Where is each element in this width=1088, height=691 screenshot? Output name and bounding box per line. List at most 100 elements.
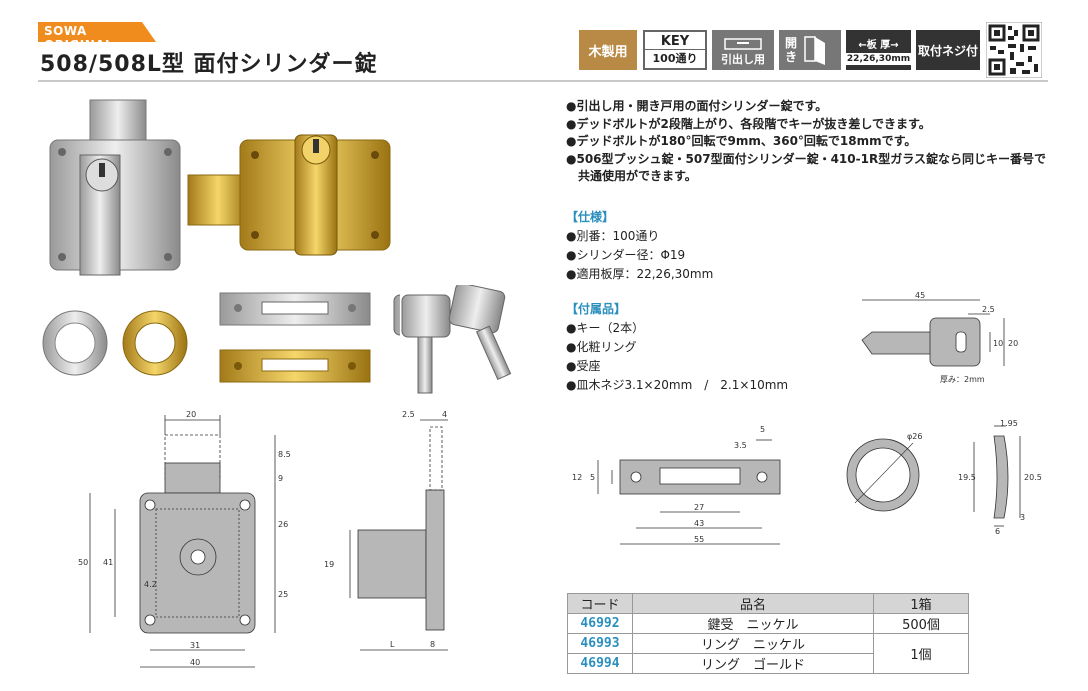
ring-front-drawing: φ26 — [846, 432, 922, 512]
side-view-drawing: 2.5 4 19 L 8 — [324, 410, 448, 651]
dim-side-8: 8 — [430, 640, 435, 649]
badge-open-label: 開き — [785, 36, 798, 64]
spec-section: 【仕様】 ●別番：100通り ●シリンダー径：Φ19 ●適用板厚：22,26,3… — [566, 208, 713, 284]
badge-screw: 取付ネジ付 — [916, 30, 980, 70]
dim-front-41: 41 — [103, 558, 113, 567]
badge-thickness-top: ←板 厚→ — [858, 39, 899, 51]
drawer-icon — [724, 38, 762, 50]
badge-drawer: 引出し用 — [712, 30, 774, 70]
table-cell-qty: 1個 — [873, 633, 969, 674]
brand-text: SOWA ORIGINAL — [44, 24, 114, 52]
dim-front-9: 9 — [278, 474, 283, 483]
description-line-3: ●デッドボルトが180°回転で9mm、360°回転で18mmです。 — [566, 134, 917, 148]
page-title: 508/508L型 面付シリンダー錠 — [40, 52, 378, 77]
dim-side-19: 19 — [324, 560, 334, 569]
table-cell-name: リング ゴールド — [632, 653, 874, 674]
keys-photo-area — [401, 285, 512, 394]
accessory-section: 【付属品】 ●キー（2本） ●化粧リング ●受座 ●皿木ネジ3.1×20mm /… — [566, 300, 788, 395]
key-blade-1 — [417, 336, 433, 394]
table-cell-name: リング ニッケル — [632, 633, 874, 654]
ring-side-drawing: 1.95 19.5 20.5 3 6 — [958, 419, 1042, 536]
dim-ring-19-5: 19.5 — [958, 473, 976, 482]
strike-plate-drawing: 5 3.5 12 5 27 43 55 — [572, 425, 781, 545]
dim-front-top: 20 — [186, 410, 196, 419]
dim-key-10: 10 — [993, 339, 1003, 348]
table-cell-code: 46992 — [567, 613, 633, 634]
title-divider — [38, 80, 1048, 82]
dim-strike-43: 43 — [694, 519, 704, 528]
table-cell-name: 鍵受 ニッケル — [632, 613, 874, 634]
dim-strike-12: 12 — [572, 473, 582, 482]
spec-item-3: ●適用板厚：22,26,30mm — [566, 267, 714, 281]
dim-front-4-2: 4.2 — [144, 580, 157, 589]
accessory-item-3: ●受座 — [566, 359, 601, 373]
dim-front-25: 25 — [278, 590, 288, 599]
lock-photo-nickel — [49, 99, 181, 276]
spec-item-1: ●別番：100通り — [566, 229, 660, 243]
badge-key-top: KEY — [645, 34, 705, 50]
dim-ring-1-95: 1.95 — [1000, 419, 1018, 428]
description-line-4: ●506型プッシュ錠・507型面付シリンダー錠・410-1R型ガラス錠なら同じキ… — [566, 151, 1046, 184]
spec-item-2: ●シリンダー径：Φ19 — [566, 248, 686, 262]
dim-key-45: 45 — [915, 291, 925, 300]
badge-thickness: ←板 厚→ 22,26,30mm — [843, 30, 914, 70]
table-header-qty: 1箱 — [873, 593, 969, 614]
description-line-1: ●引出し用・開き戸用の面付シリンダー錠です。 — [566, 99, 828, 113]
dim-strike-5: 5 — [760, 425, 765, 434]
table-cell-code: 46994 — [567, 653, 633, 674]
dim-side-2-5: 2.5 — [402, 410, 415, 419]
dim-front-31: 31 — [190, 641, 200, 650]
strike-plate-photo-nickel — [219, 292, 371, 326]
accessory-item-1: ●キー（2本） — [566, 321, 645, 335]
table-header-name: 品名 — [632, 593, 874, 614]
accessory-item-4: ●皿木ネジ3.1×20mm / 2.1×10mm — [566, 378, 789, 392]
table-cell-code: 46993 — [567, 633, 633, 654]
table-header-code: コード — [567, 593, 633, 614]
accessory-item-2: ●化粧リング — [566, 340, 637, 354]
dim-side-L: L — [390, 640, 395, 649]
dim-front-50: 50 — [78, 558, 88, 567]
dim-ring-6: 6 — [995, 527, 1000, 536]
dim-ring-20-5: 20.5 — [1024, 473, 1042, 482]
front-view-drawing: 20 8.5 9 26 25 50 41 4.2 31 40 — [78, 410, 291, 668]
key-head-2 — [448, 285, 506, 334]
spec-heading: 【仕様】 — [566, 210, 615, 224]
badge-open: 開き — [779, 30, 841, 70]
table-row: 46994 リング ゴールド — [567, 653, 969, 674]
dim-side-4: 4 — [442, 410, 447, 419]
accessory-heading: 【付属品】 — [566, 302, 627, 316]
key-drawing: 45 2.5 10 20 厚み：2mm — [861, 291, 1018, 384]
key-head-1 — [401, 294, 451, 338]
door-icon — [804, 36, 825, 65]
dim-key-2-5: 2.5 — [982, 305, 995, 314]
dim-ring-3: 3 — [1020, 513, 1025, 522]
lock-photo-gold — [187, 134, 391, 256]
badge-thickness-bottom: 22,26,30mm — [843, 52, 914, 65]
table-cell-qty: 500個 — [873, 613, 969, 634]
dim-strike-5b: 5 — [590, 473, 595, 482]
table-row: 46993 リング ニッケル 1個 — [567, 633, 969, 674]
keys-photo — [393, 294, 400, 336]
badge-key-bottom: 100通り — [652, 52, 698, 65]
dim-front-26: 26 — [278, 520, 288, 529]
qr-code-icon[interactable] — [986, 22, 1042, 78]
dim-strike-27: 27 — [694, 503, 704, 512]
dim-strike-55: 55 — [694, 535, 704, 544]
dim-front-40: 40 — [190, 658, 200, 667]
badge-key: KEY 100通り — [643, 30, 707, 70]
table-row: 46992 鍵受 ニッケル 500個 — [567, 613, 969, 634]
brand-tag-shape — [38, 22, 156, 42]
strike-plate-photo-gold — [219, 349, 371, 383]
badge-wood: 木製用 — [579, 30, 637, 70]
dim-strike-3-5: 3.5 — [734, 441, 747, 450]
dim-front-8-5: 8.5 — [278, 450, 291, 459]
dim-key-20: 20 — [1008, 339, 1018, 348]
brand-label: SOWA ORIGINAL — [38, 22, 156, 52]
ring-photo-gold — [122, 310, 188, 376]
table-header-row: コード 品名 1箱 — [567, 593, 969, 614]
key-blade-2 — [475, 325, 512, 381]
product-code-table: コード 品名 1箱 46992 鍵受 ニッケル 500個 46993 リング ニ… — [567, 593, 969, 674]
ring-photo-nickel — [42, 310, 108, 376]
product-description: ●引出し用・開き戸用の面付シリンダー錠です。 ●デッドボルトが2段階上がり、各段… — [566, 98, 1056, 186]
description-line-2: ●デッドボルトが2段階上がり、各段階でキーが抜き差しできます。 — [566, 116, 931, 131]
